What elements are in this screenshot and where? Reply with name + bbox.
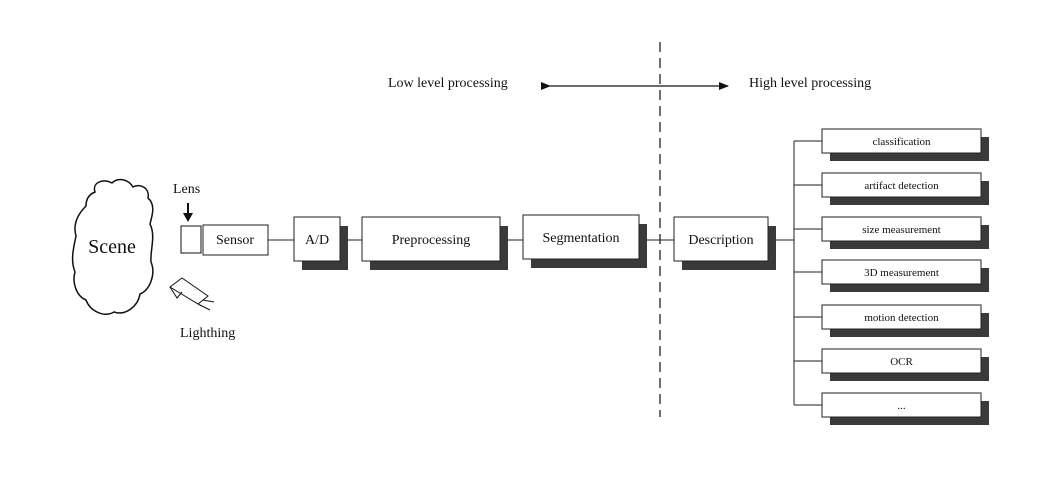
scene-label: Scene [88,236,136,258]
flashlight-icon [169,277,215,311]
lens-arrow-icon [183,203,193,222]
output-box [821,304,982,330]
segmentation-label: Segmentation [543,231,620,246]
scene-blob [71,178,154,315]
sensor-box [202,224,269,256]
low-level-processing-label: Low level processing [388,76,508,91]
output-label: size measurement [862,224,941,236]
output-box [821,392,982,418]
output-box [821,216,982,242]
output-label: ... [897,400,906,412]
sensor-label: Sensor [216,233,254,248]
output-box [821,128,982,154]
segmentation-box [522,214,640,260]
description-box [673,216,769,262]
output-label: OCR [890,356,913,368]
output-label: motion detection [864,312,939,324]
output-label: 3D measurement [864,267,939,279]
high-level-processing-label: High level processing [749,76,871,91]
output-box [821,172,982,198]
preprocessing-label: Preprocessing [392,233,471,248]
lens-icon [180,225,202,254]
preprocessing-box [361,216,501,262]
lens-label: Lens [173,182,200,197]
ad-label: A/D [305,233,329,248]
output-list: classification artifact detection size mea… [794,128,989,425]
output-box [821,348,982,374]
output-box [821,259,982,285]
ad-box [293,216,341,262]
description-label: Description [688,233,753,248]
output-label: classification [872,136,931,148]
output-label: artifact detection [864,180,939,192]
lighting-label: Lighthing [180,326,235,341]
